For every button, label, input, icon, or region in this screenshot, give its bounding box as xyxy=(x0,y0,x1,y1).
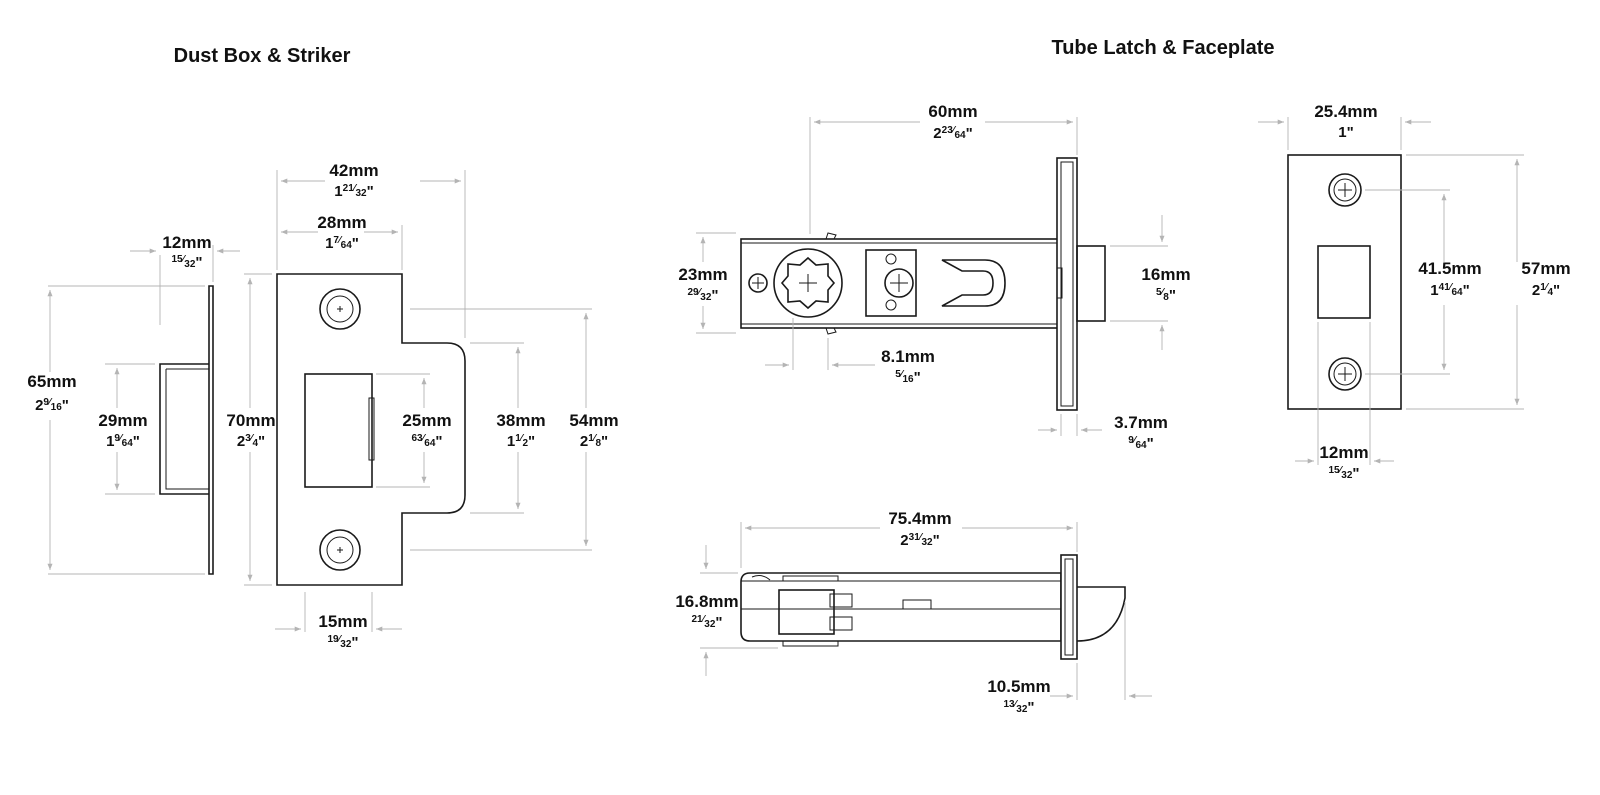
dim-mm: 15mm xyxy=(318,612,367,631)
dim-label-striker-width: 42mm 121⁄32" xyxy=(329,161,378,200)
striker-plate-drawing xyxy=(276,273,466,586)
dim-mm: 54mm xyxy=(569,411,618,430)
dim-inch: 231⁄32" xyxy=(900,532,939,549)
title-dust-box-striker: Dust Box & Striker xyxy=(174,45,351,67)
tube-latch-drawing xyxy=(740,157,1106,411)
dim-inch: 1" xyxy=(1338,124,1353,141)
dim-label-latch-face: 3.7mm 9⁄64" xyxy=(1114,413,1168,452)
dim-mm: 60mm xyxy=(928,102,977,121)
dim-mm: 42mm xyxy=(329,161,378,180)
dim-mm: 38mm xyxy=(496,411,545,430)
dim-inch: 223⁄64" xyxy=(933,125,972,142)
latch-side-view-drawing xyxy=(740,554,1126,660)
tube-latch-dimension-lines xyxy=(696,117,1168,436)
dim-mm: 57mm xyxy=(1521,259,1570,278)
dim-inch: 15⁄32" xyxy=(1328,465,1359,482)
dim-mm: 28mm xyxy=(317,213,366,232)
dim-label-face-height: 57mm 21⁄4" xyxy=(1521,259,1570,299)
dim-mm: 12mm xyxy=(162,233,211,252)
dim-label-side-height: 16.8mm 21⁄32" xyxy=(675,592,738,631)
dim-inch: 17⁄64" xyxy=(325,235,359,252)
dim-mm: 10.5mm xyxy=(987,677,1050,696)
dim-label-latch-case: 23mm 29⁄32" xyxy=(678,265,727,304)
dim-inch: 21⁄4" xyxy=(1532,282,1560,299)
dust-box-drawing xyxy=(159,285,214,575)
dim-label-striker-tab: 54mm 21⁄8" xyxy=(569,411,618,450)
dim-mm: 25.4mm xyxy=(1314,102,1377,121)
dim-label-box-inner: 29mm 19⁄64" xyxy=(98,411,147,450)
dim-inch: 29⁄32" xyxy=(687,287,718,304)
dim-mm: 16mm xyxy=(1141,265,1190,284)
dim-mm: 3.7mm xyxy=(1114,413,1168,432)
title-tube-latch-faceplate: Tube Latch & Faceplate xyxy=(1051,37,1274,59)
dim-mm: 16.8mm xyxy=(675,592,738,611)
dim-mm: 29mm xyxy=(98,411,147,430)
dim-label-striker-height: 70mm 23⁄4" xyxy=(226,411,275,450)
dim-label-latch-spindle: 8.1mm 5⁄16" xyxy=(881,347,935,386)
faceplate-dimension-lines xyxy=(1258,117,1524,465)
dim-inch: 121⁄32" xyxy=(334,183,373,200)
striker-dimension-lines xyxy=(244,170,592,632)
dim-label-striker-lip: 38mm 11⁄2" xyxy=(496,411,545,450)
dim-mm: 75.4mm xyxy=(888,509,951,528)
dim-label-box-height: 65mm 29⁄16" xyxy=(27,372,76,414)
dim-label-face-slot: 12mm 15⁄32" xyxy=(1319,443,1368,482)
latch-side-dimension-lines xyxy=(700,522,1152,700)
dim-mm: 25mm xyxy=(402,411,451,430)
dim-label-striker-slot: 25mm 63⁄64" xyxy=(402,411,451,450)
dim-label-latch-bolt: 16mm 5⁄8" xyxy=(1141,265,1190,304)
dim-inch: 63⁄64" xyxy=(411,433,442,450)
dim-label-box-width: 12mm 15⁄32" xyxy=(162,233,211,271)
dim-mm: 70mm xyxy=(226,411,275,430)
dim-label-face-holes: 41.5mm 141⁄64" xyxy=(1418,259,1481,299)
dim-inch: 19⁄32" xyxy=(327,634,358,651)
dust-box-dimension-lines xyxy=(47,245,240,575)
dim-label-striker-plate: 28mm 17⁄64" xyxy=(317,213,366,252)
dim-inch: 21⁄32" xyxy=(691,614,722,631)
dim-inch: 19⁄64" xyxy=(106,433,140,450)
dim-inch: 21⁄8" xyxy=(580,433,608,450)
dim-inch: 29⁄16" xyxy=(35,397,69,414)
dim-mm: 12mm xyxy=(1319,443,1368,462)
dim-mm: 65mm xyxy=(27,372,76,391)
dim-inch: 9⁄64" xyxy=(1128,435,1153,452)
dim-inch: 15⁄32" xyxy=(171,254,202,271)
dim-label-latch-length: 60mm 223⁄64" xyxy=(928,102,977,142)
dim-label-striker-bottom: 15mm 19⁄32" xyxy=(318,612,367,651)
dim-inch: 141⁄64" xyxy=(1430,282,1469,299)
dim-inch: 5⁄16" xyxy=(895,369,920,386)
dim-label-side-projection: 10.5mm 13⁄32" xyxy=(987,677,1050,716)
dim-mm: 23mm xyxy=(678,265,727,284)
dim-inch: 5⁄8" xyxy=(1156,287,1176,304)
dim-inch: 13⁄32" xyxy=(1003,699,1034,716)
dim-label-side-length: 75.4mm 231⁄32" xyxy=(888,509,951,549)
faceplate-drawing xyxy=(1287,154,1402,410)
dim-mm: 8.1mm xyxy=(881,347,935,366)
dim-label-face-width: 25.4mm 1" xyxy=(1314,102,1377,141)
dim-mm: 41.5mm xyxy=(1418,259,1481,278)
dim-inch: 23⁄4" xyxy=(237,433,265,450)
dim-inch: 11⁄2" xyxy=(507,433,535,450)
